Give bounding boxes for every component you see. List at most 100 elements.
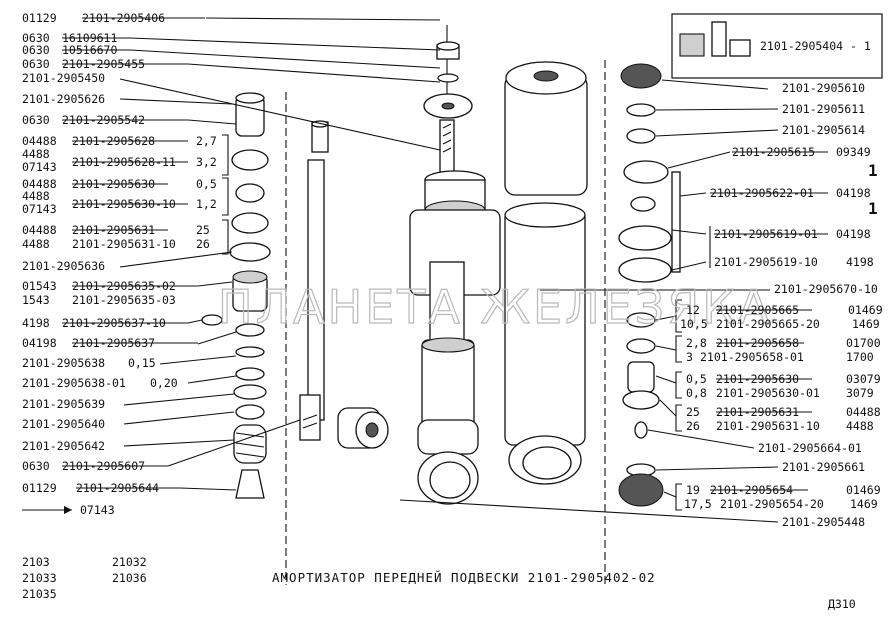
right-group-code: 01469: [846, 483, 881, 497]
right-callout: 2101-2905619-10: [714, 255, 818, 269]
right-group-size: 19: [686, 483, 700, 497]
right-callout: 2101-2905448: [782, 515, 865, 529]
left-callout-size: 0,15: [128, 356, 156, 370]
right-labels: 2101-2905610 2101-2905611 2101-2905614 2…: [680, 81, 883, 529]
right-callout: 2101-2905614: [782, 123, 865, 137]
left-part-stack: [201, 41, 473, 499]
left-callout-size: 3,2: [196, 155, 217, 169]
left-callout-size: 1,2: [196, 197, 217, 211]
left-callout-size: 0,5: [196, 177, 217, 191]
left-callout: 04488: [22, 177, 57, 191]
right-group-code: 04488: [846, 405, 881, 419]
right-part-stack: [618, 63, 681, 507]
left-callout: 04198: [22, 336, 57, 350]
right-group-code: 1469: [850, 497, 878, 511]
left-callout: 2101-2905638: [22, 356, 105, 370]
left-callout: 4488: [22, 189, 50, 203]
right-group-size: 0,5: [686, 372, 707, 386]
right-group-part: 2101-2905630-01: [716, 386, 820, 400]
left-callout: 4198: [22, 316, 50, 330]
left-callout: 0630: [22, 113, 50, 127]
reservoir-tube: [504, 202, 586, 485]
left-callout: 2101-2905639: [22, 397, 105, 411]
left-callout-size: 26: [196, 237, 210, 251]
right-group-code: 1469: [852, 317, 880, 331]
left-callout: 0630: [22, 57, 50, 71]
model-code: 21036: [112, 571, 147, 585]
left-callout: 07143: [22, 202, 57, 216]
right-callout: 2101-2905611: [782, 102, 865, 116]
right-group-code: 3079: [846, 386, 874, 400]
right-callout: 2101-2905664-01: [758, 441, 862, 455]
diagram-title: АМОРТИЗАТОР ПЕРЕДНЕЙ ПОДВЕСКИ 2101-29054…: [272, 570, 656, 585]
right-group-code: 4488: [846, 419, 874, 433]
right-group-code: 01469: [848, 303, 883, 317]
left-callout-size: 25: [196, 223, 210, 237]
left-labels: 01129 2101-2905406 0630 16109611 0630 10…: [22, 11, 217, 517]
left-leaders: [22, 17, 441, 514]
left-callout-size: 0,20: [150, 376, 178, 390]
right-group-size: 12: [686, 303, 700, 317]
right-group-code: 03079: [846, 372, 881, 386]
right-callout-code: 09349: [836, 145, 871, 159]
left-callout: 0630: [22, 459, 50, 473]
right-callout-code: 04198: [836, 186, 871, 200]
right-group-part: 2101-2905658-01: [700, 350, 804, 364]
watermark-text: ПЛАНЕТА ЖЕЛЕЗЯКА: [218, 280, 772, 334]
right-group-size: 3: [686, 350, 693, 364]
right-callout: 2101-2905610: [782, 81, 865, 95]
left-callout: 07143: [22, 160, 57, 174]
right-group-size: 25: [686, 405, 700, 419]
left-callout: 01543: [22, 279, 57, 293]
left-callout: 2101-2905626: [22, 92, 105, 106]
model-code: 21033: [22, 571, 57, 585]
left-callout: 2101-2905638-01: [22, 376, 126, 390]
assembled-shock-absorber: [409, 25, 501, 505]
right-group-code: 1700: [846, 350, 874, 364]
left-callout: 01129: [22, 481, 57, 495]
left-callout: 2101-2905636: [22, 259, 105, 273]
footer: 2103 21032 21033 21036 21035 АМОРТИЗАТОР…: [22, 555, 856, 611]
top-left-code: 01129: [22, 11, 57, 25]
model-code: 21032: [112, 555, 147, 569]
model-code: 2103: [22, 555, 50, 569]
right-group-size: 0,8: [686, 386, 707, 400]
piston-rod: [299, 120, 329, 441]
model-code: 21035: [22, 587, 57, 601]
left-callout: 04488: [22, 223, 57, 237]
left-callout: 1543: [22, 293, 50, 307]
right-group-part: 2101-2905665-20: [716, 317, 820, 331]
right-group-code: 01700: [846, 336, 881, 350]
right-group-size: 26: [686, 419, 700, 433]
left-callout: 2101-2905642: [22, 439, 105, 453]
left-callout: 2101-2905635-03: [72, 293, 176, 307]
one-mark: 1: [868, 161, 878, 180]
dust-cover: [504, 61, 588, 196]
right-callout: 2101-2905670-10: [774, 282, 878, 296]
page-code: Д310: [828, 597, 856, 611]
right-group-part: 2101-2905654-20: [720, 497, 824, 511]
left-callout: 2101-2905640: [22, 417, 105, 431]
left-callout-size: 2,7: [196, 134, 217, 148]
right-leaders: [222, 79, 779, 523]
arrow-note: 07143: [80, 503, 115, 517]
left-callout: 0630: [22, 43, 50, 57]
right-group-part: 2101-2905631-10: [716, 419, 820, 433]
left-callout: 04488: [22, 134, 57, 148]
right-callout: 2101-2905661: [782, 460, 865, 474]
right-callout-code: 4198: [846, 255, 874, 269]
rubber-bushing: [337, 407, 389, 449]
kit-label: 2101-2905404 - 1: [760, 39, 871, 53]
left-callout: 0630: [22, 31, 50, 45]
left-callout: 4488: [22, 147, 50, 161]
left-callout: 4488: [22, 237, 50, 251]
left-callout: 2101-2905450: [22, 71, 105, 85]
one-mark: 1: [868, 199, 878, 218]
repair-kit-box: 2101-2905404 - 1: [671, 13, 883, 79]
right-group-size: 10,5: [680, 317, 708, 331]
left-callout: 2101-2905631-10: [72, 237, 176, 251]
right-group-size: 2,8: [686, 336, 707, 350]
right-group-size: 17,5: [684, 497, 712, 511]
right-callout-code: 04198: [836, 227, 871, 241]
